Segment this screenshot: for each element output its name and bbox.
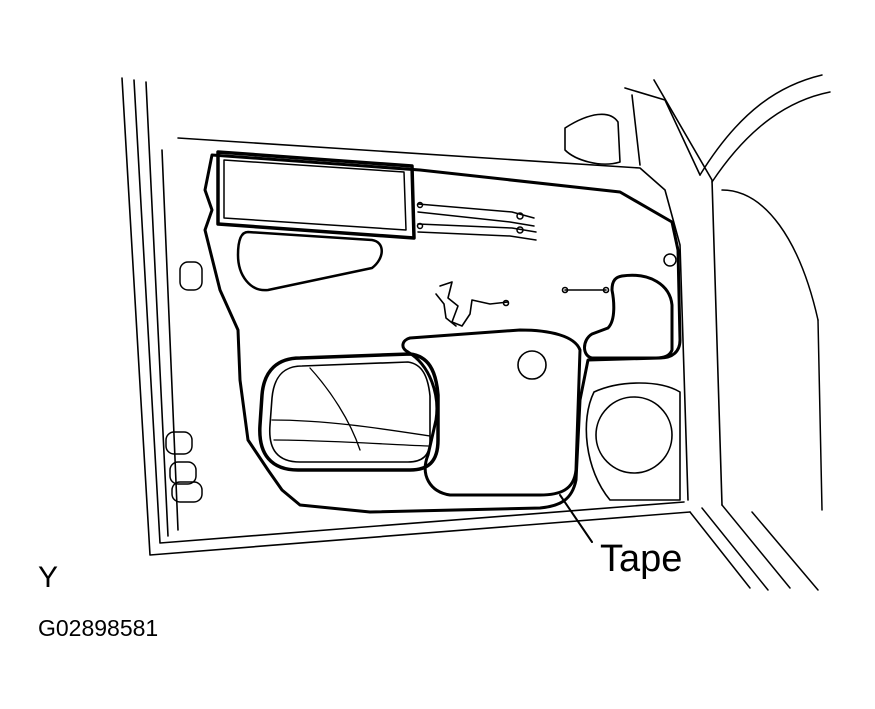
speaker-hole	[585, 382, 681, 501]
figure-code: G02898581	[38, 615, 159, 641]
edge-holes	[165, 261, 203, 503]
tape-callout-label: Tape	[600, 538, 683, 580]
cable-lines	[416, 201, 537, 241]
upper-cutout	[236, 230, 383, 292]
regulator-opening	[216, 150, 416, 240]
mirror-mount	[564, 113, 621, 165]
tape-leader-line	[559, 494, 593, 543]
service-hole-cover	[203, 153, 682, 514]
view-letter: Y	[38, 561, 59, 594]
screw-hole	[663, 253, 677, 267]
pocket-panel	[401, 328, 582, 497]
lower-opening	[258, 352, 440, 472]
pocket-boss	[517, 350, 547, 380]
switch-cutout	[583, 273, 674, 360]
door-frame	[121, 77, 723, 556]
right-door-edge	[689, 74, 831, 591]
connector-harness	[435, 281, 610, 327]
